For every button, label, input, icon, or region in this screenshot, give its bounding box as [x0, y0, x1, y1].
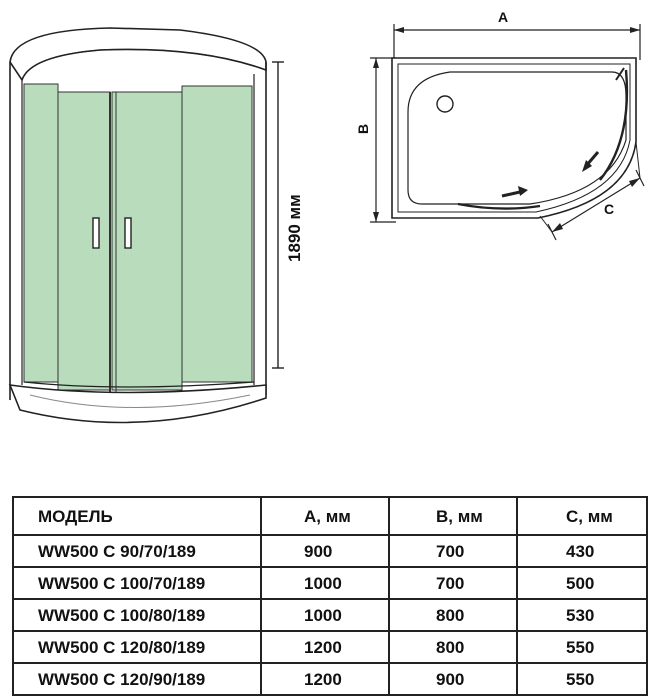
- cell-c: 530: [516, 598, 648, 632]
- door-handle-left: [92, 217, 100, 249]
- cell-a: 1000: [260, 598, 390, 632]
- cabin-front-view: [8, 27, 267, 424]
- drain-icon: [436, 95, 454, 113]
- height-dimension: 1890 мм: [272, 61, 304, 369]
- cell-b: 800: [388, 630, 518, 664]
- cell-c: 550: [516, 630, 648, 664]
- header-b: В, мм: [388, 496, 518, 536]
- height-label: 1890 мм: [285, 194, 304, 262]
- cell-b: 900: [388, 662, 518, 696]
- cell-model: WW500 C 120/90/189: [12, 662, 262, 696]
- cell-a: 1200: [260, 630, 390, 664]
- cell-b: 800: [388, 598, 518, 632]
- table-row: WW500 C 120/90/189 1200 900 550: [12, 662, 648, 696]
- table-row: WW500 C 90/70/189 900 700 430: [12, 534, 648, 568]
- header-model: МОДЕЛЬ: [12, 496, 262, 536]
- cell-c: 550: [516, 662, 648, 696]
- cell-c: 500: [516, 566, 648, 600]
- cell-model: WW500 C 100/70/189: [12, 566, 262, 600]
- slide-direction-arrow-upper: [582, 151, 600, 172]
- dim-c-label: C: [604, 201, 614, 217]
- specs-table: МОДЕЛЬ А, мм В, мм С, мм WW500 C 90/70/1…: [12, 496, 648, 696]
- shower-cabin-drawing: 1890 мм A B: [8, 9, 645, 424]
- cell-a: 1000: [260, 566, 390, 600]
- dim-b-label: B: [355, 124, 371, 134]
- cell-model: WW500 C 120/80/189: [12, 630, 262, 664]
- table-header-row: МОДЕЛЬ А, мм В, мм С, мм: [12, 496, 648, 536]
- cell-b: 700: [388, 566, 518, 600]
- header-c: С, мм: [516, 496, 648, 536]
- cell-a: 1200: [260, 662, 390, 696]
- cell-c: 430: [516, 534, 648, 568]
- dim-a-label: A: [498, 9, 508, 25]
- cell-a: 900: [260, 534, 390, 568]
- cell-b: 700: [388, 534, 518, 568]
- table-row: WW500 C 100/70/189 1000 700 500: [12, 566, 648, 600]
- table-row: WW500 C 100/80/189 1000 800 530: [12, 598, 648, 632]
- header-a: А, мм: [260, 496, 390, 536]
- cabin-top-view: A B C: [355, 9, 645, 241]
- cell-model: WW500 C 100/80/189: [12, 598, 262, 632]
- door-handle-right: [124, 217, 132, 249]
- slide-direction-arrow-lower: [501, 186, 528, 198]
- table-row: WW500 C 120/80/189 1200 800 550: [12, 630, 648, 664]
- cell-model: WW500 C 90/70/189: [12, 534, 262, 568]
